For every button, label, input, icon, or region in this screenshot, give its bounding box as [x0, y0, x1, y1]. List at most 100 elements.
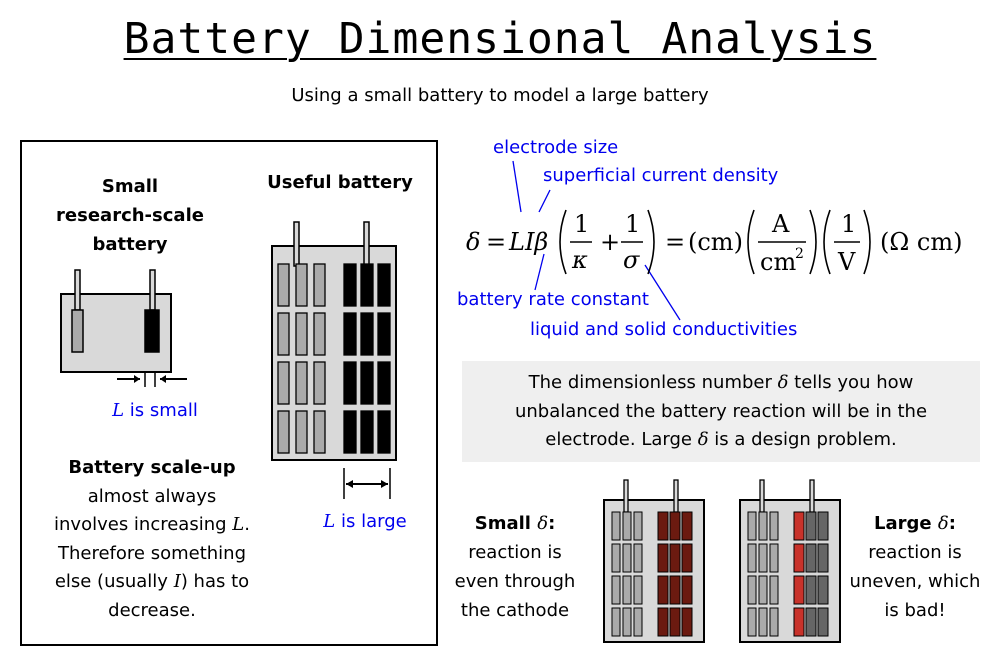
anode-particle — [611, 511, 621, 541]
explanation-line: electrode. Large — [545, 429, 698, 450]
cathode-particle — [343, 263, 357, 307]
cathode-particle — [360, 312, 374, 356]
cathode-particle — [669, 607, 681, 637]
scaleup-heading: Battery scale-up — [68, 457, 236, 478]
cathode-particle — [805, 607, 817, 637]
cathode-particle — [377, 410, 391, 454]
pointer-superficial — [538, 189, 551, 213]
caption-line: even through — [454, 571, 576, 592]
eq-equals-2: = — [665, 228, 685, 256]
anode-particle — [313, 361, 326, 405]
eq-equals: = — [486, 228, 506, 256]
l-small-text: is small — [124, 400, 198, 421]
anode-particle — [313, 263, 326, 307]
caption-line: reaction is — [468, 542, 562, 563]
annotation-conductivities: liquid and solid conductivities — [530, 319, 798, 340]
scaleup-line: decrease. — [108, 599, 196, 621]
eq-delta: δ — [466, 228, 480, 256]
cathode-particle — [793, 575, 805, 605]
battery-casing — [271, 245, 397, 461]
l-var: L — [232, 514, 245, 535]
cathode-particle — [360, 410, 374, 454]
anode-particle — [622, 607, 632, 637]
explanation-line: tells you how — [788, 372, 914, 393]
cathode-particle — [681, 511, 693, 541]
anode-particle — [747, 543, 757, 573]
cathode-particle — [360, 361, 374, 405]
cathode-particle — [817, 575, 829, 605]
small-delta-caption: Small δ: reaction is even through the ca… — [440, 509, 590, 625]
anode-particle — [295, 410, 308, 454]
cathode-particle — [669, 543, 681, 573]
annotation-electrode-size: electrode size — [493, 137, 619, 158]
explanation-line: is a design problem. — [708, 429, 897, 450]
battery-lead — [809, 479, 815, 513]
small-delta-battery — [603, 479, 705, 643]
cathode-particle — [681, 607, 693, 637]
left-panel — [20, 140, 438, 646]
cathode-particle — [681, 543, 693, 573]
eq-vars: LIβ — [508, 228, 548, 256]
anode-particle — [277, 410, 290, 454]
anode-particle — [633, 543, 643, 573]
anode-particle — [633, 511, 643, 541]
scaleup-line: . — [244, 514, 250, 535]
anode-particle — [769, 543, 779, 573]
explanation-box: The dimensionless number δ tells you how… — [462, 361, 980, 462]
cathode-particle — [343, 361, 357, 405]
small-title-line: battery — [92, 234, 168, 255]
cathode-particle — [343, 312, 357, 356]
eq-unit-exp: 2 — [795, 246, 804, 262]
anode-particle — [758, 543, 768, 573]
caption-line: the cathode — [460, 600, 570, 621]
eq-kappa: κ — [571, 246, 588, 274]
anode-particle — [747, 511, 757, 541]
cathode-particle — [793, 607, 805, 637]
caption-line: uneven, which — [849, 571, 981, 592]
pointer-rate-constant — [534, 253, 545, 291]
cathode-particle — [805, 511, 817, 541]
anode-particle — [295, 263, 308, 307]
annotation-superficial-current: superficial current density — [543, 165, 779, 186]
anode-particle — [622, 575, 632, 605]
anode-particle — [633, 575, 643, 605]
eq-frac1-num: 1 — [574, 210, 589, 238]
small-title-line: research-scale — [56, 205, 204, 226]
anode-particle — [313, 410, 326, 454]
battery-lead — [759, 479, 765, 513]
caption-heading: Large — [874, 513, 938, 534]
anode-particle — [295, 361, 308, 405]
l-large-label: L is large — [300, 511, 430, 532]
eq-unit-v: V — [837, 248, 856, 276]
scaleup-line: ) has to — [180, 571, 250, 592]
scaleup-line: Therefore something — [57, 542, 246, 564]
arrowhead — [381, 480, 388, 488]
large-delta-battery — [739, 479, 841, 643]
anode-particle — [611, 607, 621, 637]
caption-heading: Small — [474, 513, 538, 534]
cathode-particle — [817, 511, 829, 541]
cathode-particle — [681, 575, 693, 605]
cathode-particle — [793, 511, 805, 541]
i-var: I — [173, 571, 181, 592]
caption-line: is bad! — [884, 600, 946, 621]
delta-symbol: δ — [777, 372, 789, 393]
battery-lead — [673, 479, 679, 513]
arrowhead — [346, 480, 353, 488]
caption-colon: : — [948, 513, 956, 534]
eq-unit-ohm: (Ω cm) — [880, 228, 962, 256]
small-title-line: Small — [101, 176, 159, 197]
eq-unit-cm2: cm — [760, 248, 796, 276]
anode-particle — [277, 361, 290, 405]
anode-particle — [747, 607, 757, 637]
anode-particle — [633, 607, 643, 637]
large-delta-caption: Large δ: reaction is uneven, which is ba… — [840, 509, 990, 625]
delta-equation: δ = LIβ 1 κ + 1 σ = (cm) A cm 2 1 V (Ω c… — [466, 209, 962, 276]
anode-particle — [313, 312, 326, 356]
cathode-particle — [669, 511, 681, 541]
anode-particle — [622, 543, 632, 573]
small-anode — [71, 309, 84, 353]
caption-colon: : — [548, 513, 556, 534]
battery-lead — [623, 479, 629, 513]
